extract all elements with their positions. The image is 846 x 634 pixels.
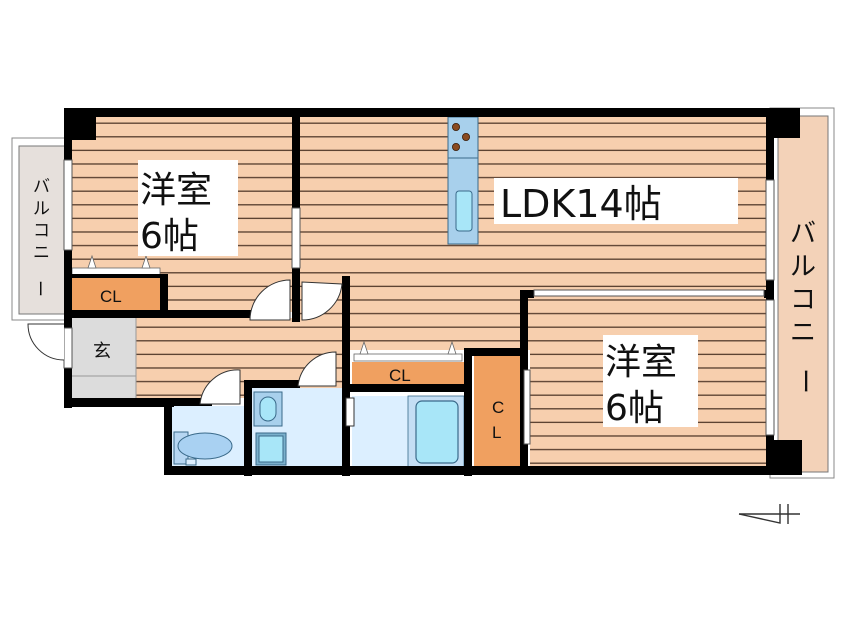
room-1-name: 洋室 bbox=[140, 170, 212, 211]
washroom bbox=[250, 388, 346, 468]
balcony-left-label: バ ル コ ニ ー bbox=[29, 177, 50, 297]
svg-text:ー: ー bbox=[29, 280, 49, 297]
svg-text:ル: ル bbox=[33, 199, 50, 219]
closet-2 bbox=[352, 340, 464, 384]
ldk-label: LDK14帖 bbox=[500, 182, 662, 226]
svg-text:ニ: ニ bbox=[33, 243, 50, 263]
north-arrow-icon bbox=[738, 504, 800, 524]
balcony-right bbox=[769, 107, 835, 479]
entrance-label: 玄 bbox=[93, 341, 111, 362]
room-2-name: 洋室 bbox=[605, 342, 677, 383]
room-2-size: 6帖 bbox=[605, 388, 664, 429]
balcony-left bbox=[11, 137, 68, 321]
closet-1 bbox=[70, 254, 162, 310]
doors bbox=[27, 279, 355, 427]
windows bbox=[63, 159, 775, 445]
svg-text:バ: バ bbox=[790, 219, 816, 249]
stove-burner-icon bbox=[451, 142, 460, 151]
svg-text:コ: コ bbox=[790, 285, 816, 315]
toilet-room bbox=[170, 406, 244, 468]
closet-1-label: CL bbox=[100, 287, 122, 306]
stove-burner-icon bbox=[461, 132, 470, 141]
svg-text:ニ: ニ bbox=[790, 318, 816, 348]
entrance bbox=[70, 318, 137, 398]
bathroom bbox=[352, 395, 465, 469]
sink-icon bbox=[455, 190, 473, 232]
room-1-size: 6帖 bbox=[140, 216, 199, 257]
stove-burner-icon bbox=[451, 123, 460, 132]
closet-2-label: CL bbox=[389, 366, 411, 385]
svg-text:ー: ー bbox=[789, 368, 819, 394]
balcony-right-label: バ ル コ ニ ー bbox=[789, 219, 819, 394]
kitchen-counter bbox=[447, 116, 479, 245]
closet-3-label-l: L bbox=[492, 423, 501, 442]
closet-3 bbox=[474, 354, 524, 470]
svg-text:ル: ル bbox=[790, 252, 816, 282]
svg-text:バ: バ bbox=[33, 177, 50, 197]
svg-text:コ: コ bbox=[33, 221, 50, 241]
closet-3-label-c: C bbox=[492, 398, 504, 417]
